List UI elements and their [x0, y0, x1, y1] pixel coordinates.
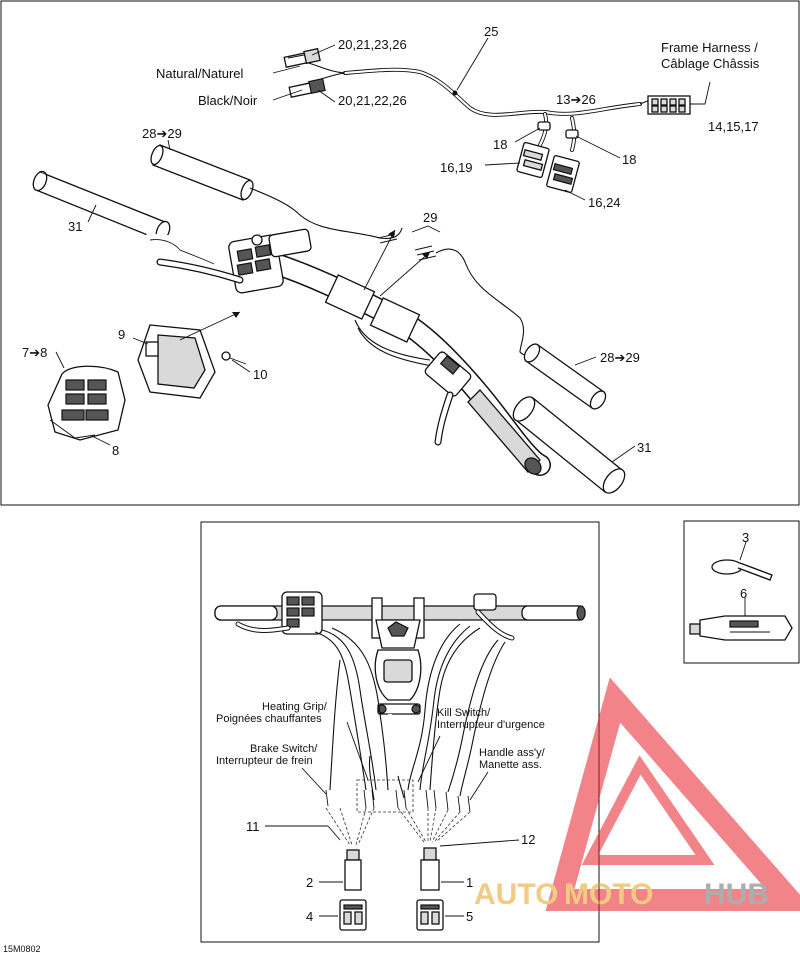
- label-heating-grip-1: Heating Grip/: [262, 701, 328, 713]
- grip-sleeve-31-right: [512, 396, 626, 494]
- switch-cover-9: [137, 324, 216, 399]
- label-18-left: 18: [493, 137, 507, 152]
- assembly-arrows: [179, 229, 431, 341]
- label-natural: Natural/Naturel: [156, 66, 244, 81]
- top-panel-frame: [0, 0, 800, 506]
- terminal-1: [420, 847, 440, 891]
- connector-16-24: [546, 154, 580, 194]
- label-2: 2: [306, 875, 313, 890]
- handlebar-top-view: [214, 591, 586, 777]
- label-9: 9: [118, 327, 125, 342]
- label-black-codes: 20,21,22,26: [338, 93, 407, 108]
- housing-4: [339, 899, 367, 931]
- switch-housing-7-8: [47, 365, 126, 441]
- label-12: 12: [521, 832, 535, 847]
- grip-sleeve-31-left: [32, 170, 171, 242]
- label-5: 5: [466, 909, 473, 924]
- label-6: 6: [740, 586, 747, 601]
- label-31-left: 31: [68, 219, 82, 234]
- label-11: 11: [246, 819, 260, 834]
- watermark-auto: AUTO: [474, 878, 558, 911]
- wiring-harness: [304, 61, 642, 152]
- label-18-right: 18: [622, 152, 636, 167]
- top-leader-lines: [55, 37, 636, 463]
- label-harness-25: 25: [484, 24, 498, 39]
- watermark-moto: MOTO: [564, 878, 653, 911]
- label-28-29-right: 28➔29: [600, 350, 640, 365]
- bottom-leader-lines: [265, 721, 520, 917]
- label-natural-codes: 20,21,23,26: [338, 37, 407, 52]
- label-frame-harness-1: Frame Harness /: [661, 40, 758, 55]
- label-4: 4: [306, 909, 313, 924]
- label-7-8: 7➔8: [22, 345, 47, 360]
- watermark-logo: AUTO MOTO HUB: [474, 677, 800, 911]
- label-14-15-17: 14,15,17: [708, 119, 759, 134]
- label-frame-harness-2: Câblage Châssis: [661, 56, 760, 71]
- black-connector: [288, 77, 326, 98]
- connector-16-19: [516, 141, 550, 179]
- frame-harness-connector: [639, 81, 711, 115]
- bottom-wiring: [314, 623, 506, 846]
- handlebar-assembly: [143, 228, 551, 476]
- label-29: 29: [423, 210, 437, 225]
- screw-10: [221, 351, 247, 365]
- label-brake-switch-1: Brake Switch/: [250, 743, 318, 755]
- heating-element-28-29-left: [150, 144, 403, 239]
- watermark-hub: HUB: [704, 878, 769, 911]
- drawing-code: 15M0802: [3, 944, 41, 954]
- terminal-2: [344, 849, 362, 891]
- label-handle-2: Manette ass.: [479, 759, 542, 771]
- grease-tube-6: [689, 598, 793, 641]
- label-3: 3: [742, 530, 749, 545]
- label-kill-switch-2: Interrupteur d'urgence: [437, 719, 545, 731]
- label-8: 8: [112, 443, 119, 458]
- heating-element-28-29-right: [523, 343, 607, 410]
- label-16-19: 16,19: [440, 160, 473, 175]
- housing-5: [416, 899, 444, 931]
- label-1: 1: [466, 875, 473, 890]
- label-brake-switch-2: Interrupteur de frein: [216, 755, 313, 767]
- label-28-29-top: 28➔29: [142, 126, 182, 141]
- label-13-26: 13➔26: [556, 92, 596, 107]
- label-heating-grip-2: Poignées chauffantes: [216, 713, 322, 725]
- label-10: 10: [253, 367, 267, 382]
- side-panel-frame: [683, 520, 800, 664]
- label-16-24: 16,24: [588, 195, 621, 210]
- label-handle-1: Handle ass'y/: [479, 747, 546, 759]
- natural-connector: [283, 47, 321, 68]
- label-black: Black/Noir: [198, 93, 258, 108]
- cable-tie-3: [711, 541, 773, 581]
- label-kill-switch-1: Kill Switch/: [437, 707, 491, 719]
- label-31-right: 31: [637, 440, 651, 455]
